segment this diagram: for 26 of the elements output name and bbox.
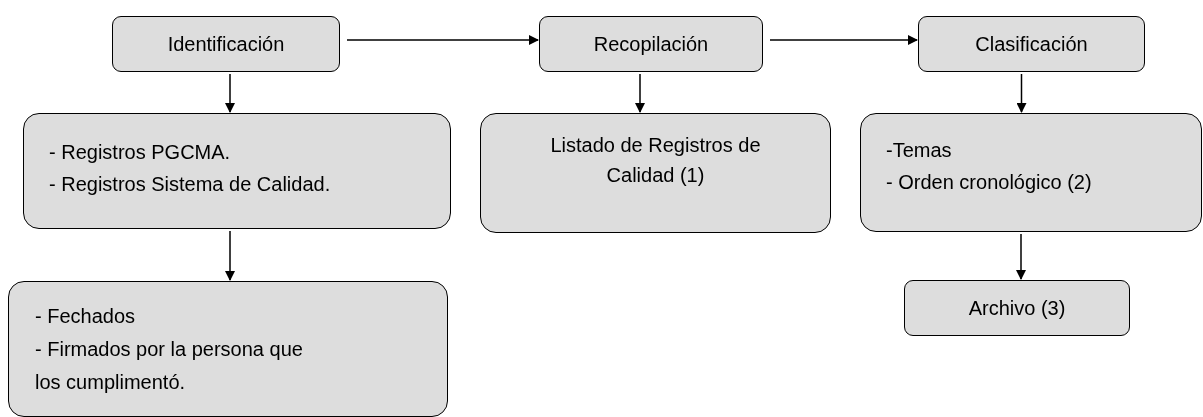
box-text: Listado de Registros de Calidad (1) bbox=[549, 133, 762, 188]
box-text: - Orden cronológico (2) bbox=[886, 170, 1092, 195]
process-box bbox=[539, 16, 763, 72]
arrow bbox=[769, 35, 918, 45]
box-text: - Registros PGCMA. bbox=[49, 140, 231, 165]
box-text: Recopilación bbox=[593, 32, 709, 57]
box-text: Archivo (3) bbox=[968, 296, 1066, 321]
process-box bbox=[860, 113, 1202, 232]
box-text: - Registros Sistema de Calidad. bbox=[49, 172, 331, 197]
arrow bbox=[225, 230, 235, 281]
process-box bbox=[904, 280, 1130, 336]
arrow bbox=[1016, 73, 1027, 113]
arrow bbox=[225, 73, 235, 113]
arrow bbox=[346, 35, 539, 45]
arrow bbox=[1016, 233, 1026, 280]
box-text: - Firmados por la persona que los cumplimentó. bbox=[35, 337, 304, 395]
process-box bbox=[918, 16, 1145, 72]
arrow bbox=[635, 73, 645, 113]
box-text: -Temas bbox=[886, 138, 952, 163]
box-text: Clasificación bbox=[975, 32, 1088, 57]
box-text: Identificación bbox=[167, 32, 285, 57]
process-box bbox=[23, 113, 451, 229]
box-text: - Fechados bbox=[35, 304, 136, 329]
process-box bbox=[8, 281, 448, 417]
process-box bbox=[112, 16, 340, 72]
process-box bbox=[480, 113, 831, 233]
